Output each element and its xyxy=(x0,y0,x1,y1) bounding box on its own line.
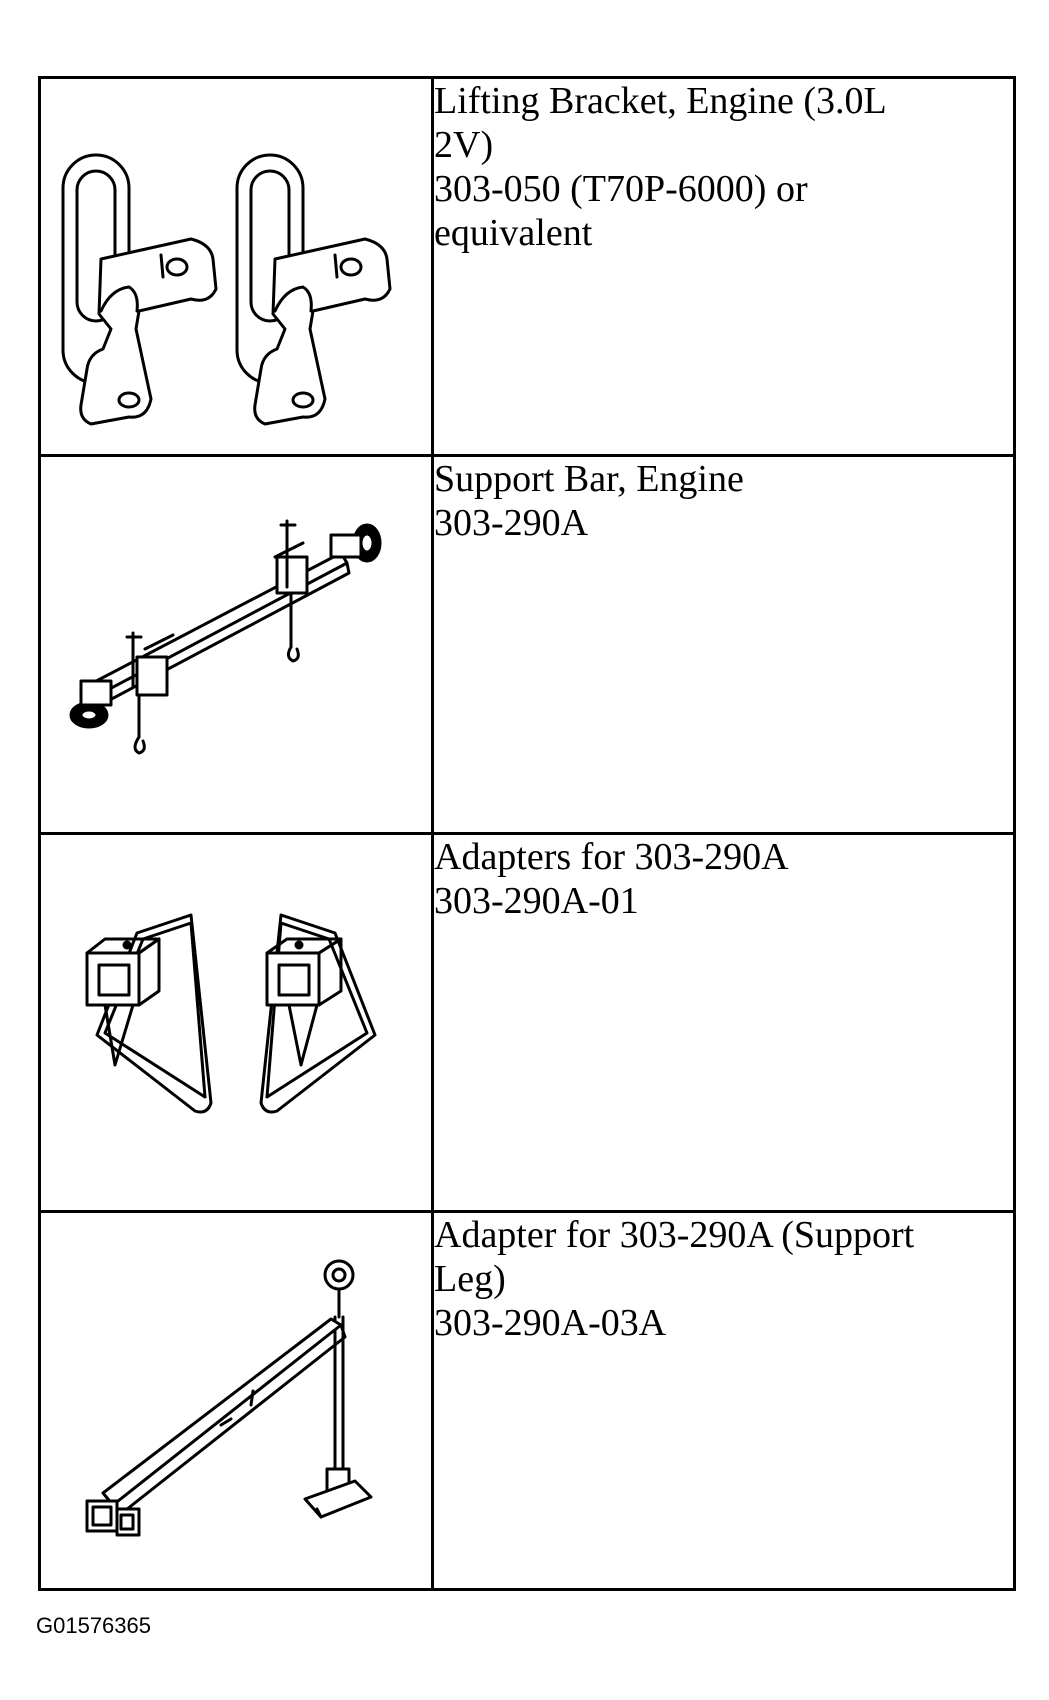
table-row: Adapter for 303-290A (Support Leg) 303-2… xyxy=(38,1210,1016,1591)
tool-description-cell: Support Bar, Engine 303-290A xyxy=(431,454,1016,835)
tool-name-line: Support Bar, Engine xyxy=(434,458,744,500)
tool-number-suffix: equivalent xyxy=(434,212,593,254)
tool-description: Adapter for 303-290A (Support Leg) 303-2… xyxy=(434,1213,1013,1345)
tool-number: 303-290A-03A xyxy=(434,1302,667,1344)
special-tools-table: Lifting Bracket, Engine (3.0L 2V) 303-05… xyxy=(38,76,1016,1591)
table-row: Support Bar, Engine 303-290A xyxy=(38,454,1016,835)
figure-id-label: G01576365 xyxy=(36,1613,151,1638)
support-leg-adapter-illustration xyxy=(85,1259,373,1537)
tool-number: 303-290A-01 xyxy=(434,880,639,922)
tool-name-line: 2V) xyxy=(434,124,494,166)
table-row: Adapters for 303-290A 303-290A-01 xyxy=(38,832,1016,1213)
tool-name-line: Adapters for 303-290A xyxy=(434,836,789,878)
tool-number: 303-290A xyxy=(434,502,589,544)
tool-image-cell xyxy=(38,76,434,457)
tool-name-line: Leg) xyxy=(434,1258,506,1300)
table-row: Lifting Bracket, Engine (3.0L 2V) 303-05… xyxy=(38,76,1016,457)
adapters-illustration xyxy=(85,913,377,1114)
tool-description-cell: Lifting Bracket, Engine (3.0L 2V) 303-05… xyxy=(431,76,1016,457)
tool-image-cell xyxy=(38,454,434,835)
tool-number: 303-050 (T70P-6000) or xyxy=(434,168,808,210)
support-bar-illustration xyxy=(69,519,382,755)
tool-description: Support Bar, Engine 303-290A xyxy=(434,457,1013,545)
tool-image-cell xyxy=(38,1210,434,1591)
tool-name-line: Adapter for 303-290A (Support xyxy=(434,1214,915,1256)
tool-description-cell: Adapters for 303-290A 303-290A-01 xyxy=(431,832,1016,1213)
lifting-bracket-illustration xyxy=(61,153,392,426)
tool-name-line: Lifting Bracket, Engine (3.0L xyxy=(434,80,887,122)
tool-description: Lifting Bracket, Engine (3.0L 2V) 303-05… xyxy=(434,79,1013,255)
tool-description-cell: Adapter for 303-290A (Support Leg) 303-2… xyxy=(431,1210,1016,1591)
tool-image-cell xyxy=(38,832,434,1213)
tool-description: Adapters for 303-290A 303-290A-01 xyxy=(434,835,1013,923)
